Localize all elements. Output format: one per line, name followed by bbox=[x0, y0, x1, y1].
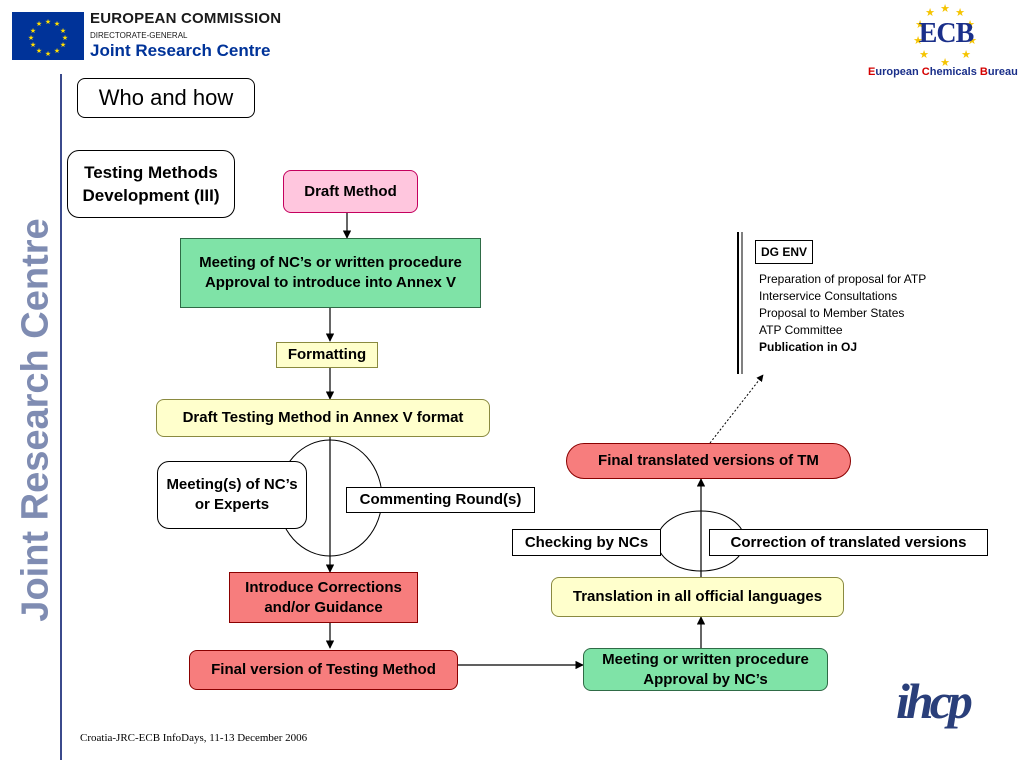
final-translated-box: Final translated versions of TM bbox=[566, 443, 851, 479]
dg-env-item: Interservice Consultations bbox=[759, 289, 898, 303]
svg-text:★: ★ bbox=[45, 18, 51, 26]
checking-box: Checking by NCs bbox=[512, 529, 661, 556]
sidebar-divider bbox=[60, 74, 62, 760]
ecb-stars-icon: ★★★ ★★ ★★ ★★ ★ bbox=[913, 3, 977, 69]
svg-text:★: ★ bbox=[30, 27, 36, 35]
ecb-name-b: B bbox=[979, 66, 988, 78]
eu-flag-icon: ★ ★ ★ ★ ★ ★ ★ ★ ★ ★ ★ ★ bbox=[28, 18, 68, 58]
ecb-name-b2: ureau bbox=[987, 66, 1018, 78]
svg-text:★: ★ bbox=[28, 34, 34, 42]
translation-box: Translation in all official languages bbox=[551, 577, 844, 617]
svg-text:★: ★ bbox=[961, 49, 971, 61]
svg-text:★: ★ bbox=[45, 50, 51, 58]
svg-text:★: ★ bbox=[60, 27, 66, 35]
draft-method-box: Draft Method bbox=[283, 170, 418, 213]
svg-text:★: ★ bbox=[967, 35, 977, 47]
dg-env-list: Preparation of proposal for ATP Interser… bbox=[759, 271, 926, 356]
svg-text:★: ★ bbox=[965, 19, 975, 31]
correction-translated-box: Correction of translated versions bbox=[709, 529, 988, 556]
svg-text:★: ★ bbox=[955, 7, 965, 19]
ihcp-logo: ihcp bbox=[896, 673, 973, 729]
dg-env-item: Proposal to Member States bbox=[759, 306, 905, 320]
svg-text:★: ★ bbox=[919, 49, 929, 61]
final-version-box: Final version of Testing Method bbox=[189, 650, 458, 690]
corrections-box: Introduce Corrections and/or Guidance bbox=[229, 572, 418, 623]
commenting-box: Commenting Round(s) bbox=[346, 487, 535, 513]
svg-text:★: ★ bbox=[62, 34, 68, 42]
footer-text: Croatia-JRC-ECB InfoDays, 11-13 December… bbox=[80, 732, 308, 744]
svg-text:★: ★ bbox=[30, 41, 36, 49]
svg-text:★: ★ bbox=[925, 7, 935, 19]
ecb-name-e2: uropean bbox=[875, 66, 922, 78]
dg-env-item: Preparation of proposal for ATP bbox=[759, 272, 927, 286]
dg-env-item: ATP Committee bbox=[759, 323, 843, 337]
ec-dg: DIRECTORATE-GENERAL bbox=[90, 31, 188, 40]
ecb-name-e: E bbox=[868, 66, 876, 78]
ecb-name: European Chemicals Bureau bbox=[868, 66, 1018, 78]
meeting-ncs-box: Meeting of NC’s or written procedure App… bbox=[180, 238, 481, 308]
meeting-written-box: Meeting or written procedure Approval by… bbox=[583, 648, 828, 691]
ec-jrc: Joint Research Centre bbox=[90, 41, 271, 60]
ecb-logo: ★★★ ★★ ★★ ★★ ★ ECB bbox=[900, 2, 990, 69]
ecb-name-c: C bbox=[921, 66, 930, 78]
formatting-box: Formatting bbox=[276, 342, 378, 368]
svg-text:★: ★ bbox=[60, 41, 66, 49]
ecb-name-c2: hemicals bbox=[929, 66, 980, 78]
ec-logo: ★ ★ ★ ★ ★ ★ ★ ★ ★ ★ ★ ★ bbox=[12, 12, 84, 60]
svg-text:★: ★ bbox=[36, 47, 42, 55]
svg-text:★: ★ bbox=[54, 20, 60, 28]
dg-env-label: DG ENV bbox=[755, 240, 813, 264]
svg-text:★: ★ bbox=[54, 47, 60, 55]
dg-env-item-publication: Publication in OJ bbox=[759, 340, 858, 354]
ec-title: EUROPEAN COMMISSION bbox=[90, 10, 282, 27]
draft-annex-box: Draft Testing Method in Annex V format bbox=[156, 399, 490, 437]
svg-text:★: ★ bbox=[940, 3, 950, 15]
meetings-experts-box: Meeting(s) of NC’s or Experts bbox=[157, 461, 307, 529]
svg-text:★: ★ bbox=[36, 20, 42, 28]
slide-title: Who and how bbox=[77, 78, 255, 118]
svg-text:★: ★ bbox=[913, 35, 923, 47]
svg-text:★: ★ bbox=[940, 57, 950, 68]
svg-text:★: ★ bbox=[915, 19, 925, 31]
arrow-dotted-to-dg-env bbox=[709, 374, 764, 444]
slide-subtitle: Testing Methods Development (III) bbox=[67, 150, 235, 218]
ecb-logo-text: ECB bbox=[918, 18, 975, 49]
